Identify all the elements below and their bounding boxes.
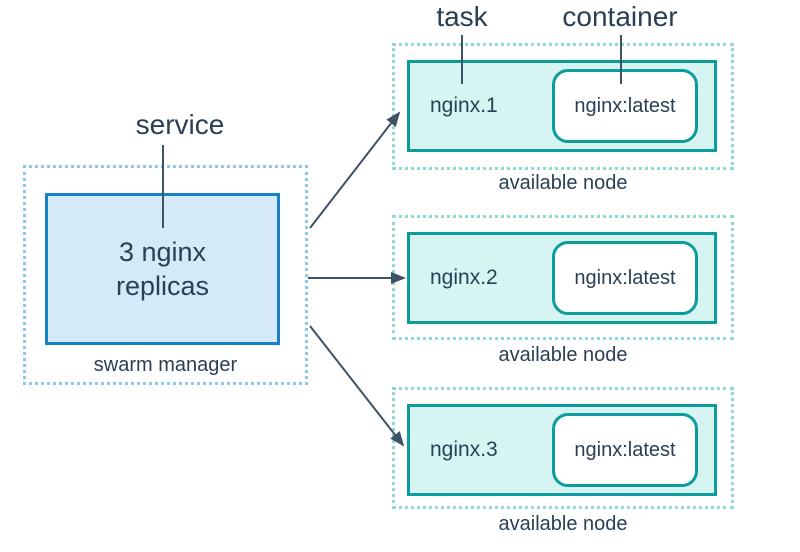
node-3-container-image: nginx:latest [574,438,676,461]
node-1-container-image: nginx:latest [574,94,676,117]
task-label: task [436,1,488,32]
node-2-task-box: nginx.2 nginx:latest [407,232,717,324]
node-3-task-box: nginx.3 nginx:latest [407,404,717,496]
service-label: service [135,109,225,140]
swarm-manager-group [23,165,308,385]
node-3-task-name: nginx.3 [430,438,498,461]
node-2-container-box: nginx:latest [552,241,698,315]
service-box: 3 nginx replicas [45,193,280,345]
service-name-line1: 3 nginx [118,237,207,267]
node-3-group: nginx.3 nginx:latest [392,387,734,509]
node-1-group: nginx.1 nginx:latest [392,43,734,170]
node-3-container-box: nginx:latest [552,413,698,487]
node-3-caption: available node [498,513,628,535]
container-label: container [562,1,678,32]
node-1-task-box: nginx.1 nginx:latest [407,60,717,152]
arrow-to-node-1 [309,111,401,229]
node-1-task-name: nginx.1 [430,94,498,117]
node-1-caption: available node [498,172,628,194]
node-2-task-name: nginx.2 [430,266,498,289]
arrow-to-node-3 [309,325,405,447]
node-1-container-box: nginx:latest [552,69,698,143]
node-2-caption: available node [498,344,628,366]
service-name-line2: replicas [115,271,210,301]
node-2-container-image: nginx:latest [574,266,676,289]
node-2-group: nginx.2 nginx:latest [392,215,734,340]
swarm-manager-caption: swarm manager [93,354,238,376]
